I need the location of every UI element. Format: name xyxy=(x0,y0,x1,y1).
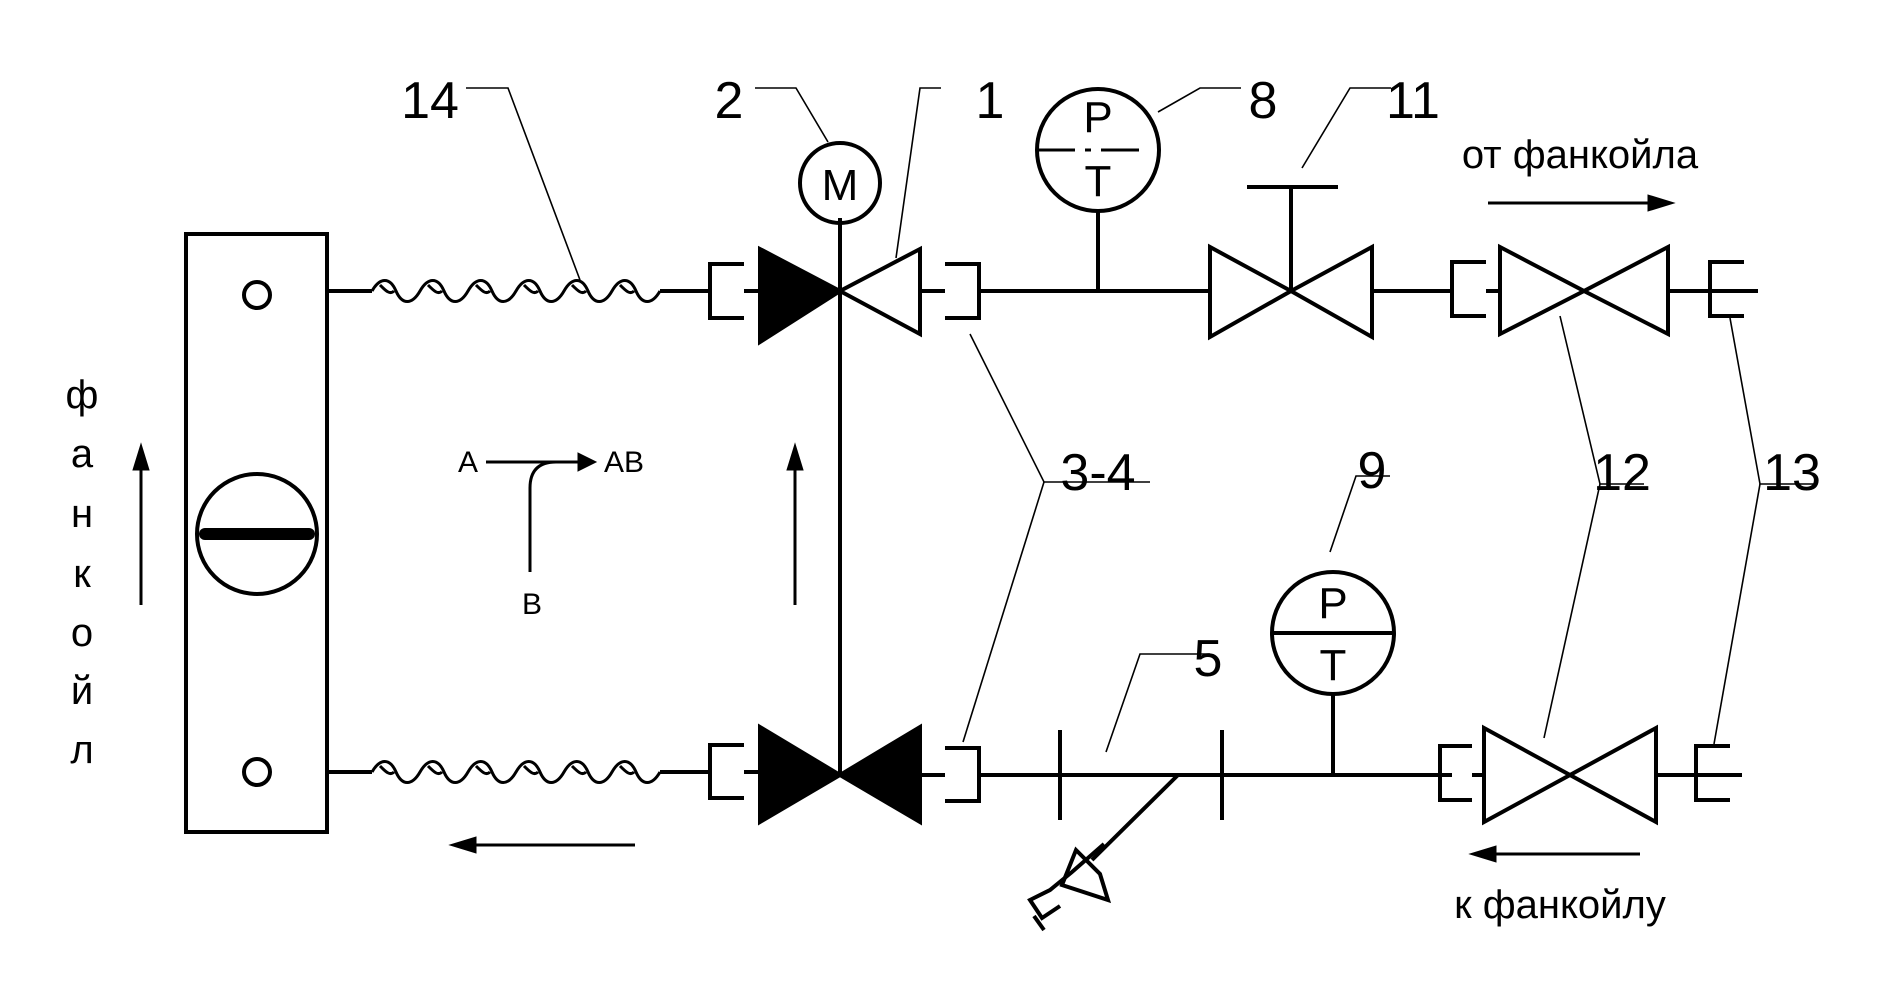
fancoil-letter-2: а xyxy=(71,432,94,476)
actuator-motor-icon xyxy=(798,141,882,225)
label-8: 8 xyxy=(1249,72,1278,130)
lower-valve xyxy=(758,723,922,826)
mixing-label-ab: AB xyxy=(604,446,644,479)
drain-valve-icon xyxy=(1059,846,1112,904)
fancoil-letter-5: о xyxy=(71,611,93,655)
fancoil-unit xyxy=(184,232,329,834)
balancing-valve xyxy=(1208,185,1374,341)
mixing-legend: A AB B xyxy=(458,446,644,621)
flow-arrow-bypass-up xyxy=(786,442,804,605)
label-12: 12 xyxy=(1593,444,1651,502)
gauge-upper-t: T xyxy=(1085,157,1112,206)
mixing-label-a: A xyxy=(458,446,478,479)
label-14: 14 xyxy=(401,72,459,130)
fancoil-lower-port-icon xyxy=(242,757,272,787)
leader-lines xyxy=(466,87,1814,753)
flow-arrow-from-fancoil xyxy=(1488,194,1676,212)
fancoil-letter-3: н xyxy=(71,492,93,536)
actuator-motor-letter: M xyxy=(822,161,859,210)
flow-arrow-return-left xyxy=(448,836,635,854)
fancoil-body xyxy=(184,232,329,834)
label-13: 13 xyxy=(1763,444,1821,502)
strainer-with-drain xyxy=(1027,730,1224,932)
fancoil-fan-icon xyxy=(195,472,319,596)
fancoil-upper-port-icon xyxy=(242,280,272,310)
label-1: 1 xyxy=(976,72,1005,130)
union-fitting-lower-right xyxy=(945,746,981,803)
label-11: 11 xyxy=(1386,72,1440,130)
flow-arrow-to-fancoil xyxy=(1468,845,1640,863)
union-fitting-upper-right xyxy=(945,262,981,320)
fancoil-letter-6: й xyxy=(71,669,93,713)
label-5: 5 xyxy=(1194,630,1223,688)
fancoil-letter-1: ф xyxy=(66,373,99,417)
union-fitting-upper-3 xyxy=(1450,260,1486,318)
pressure-temperature-gauge-upper: P T xyxy=(1035,87,1161,213)
mixing-label-b: B xyxy=(522,588,542,621)
fancoil-letter-7: л xyxy=(70,728,93,772)
label-3-4: 3-4 xyxy=(1060,444,1135,502)
three-way-valve-port-ab-icon xyxy=(835,245,922,338)
union-fitting-lower-left xyxy=(708,743,744,800)
label-9: 9 xyxy=(1358,442,1387,500)
three-way-valve-port-a-icon xyxy=(758,245,844,346)
fancoil-vertical-caption: ф а н к о й л xyxy=(66,373,99,772)
caption-to-fancoil: к фанкойлу xyxy=(1454,883,1666,927)
label-2: 2 xyxy=(715,72,744,130)
ball-valve-upper xyxy=(1498,243,1670,338)
pressure-temperature-gauge-lower: P T xyxy=(1270,570,1396,696)
union-fitting-upper-left xyxy=(708,262,744,320)
gauge-lower-t: T xyxy=(1320,641,1347,690)
caption-from-fancoil: от фанкойла xyxy=(1462,133,1699,177)
fancoil-letter-4: к xyxy=(73,552,91,596)
ball-valve-lower xyxy=(1482,724,1658,826)
flow-arrow-fancoil-up xyxy=(132,442,150,605)
flexible-hose-upper xyxy=(370,279,662,303)
union-fitting-lower-3 xyxy=(1438,744,1472,802)
gauge-lower-p: P xyxy=(1318,579,1347,628)
gauge-upper-p: P xyxy=(1083,93,1112,142)
flexible-hose-lower xyxy=(370,760,662,784)
